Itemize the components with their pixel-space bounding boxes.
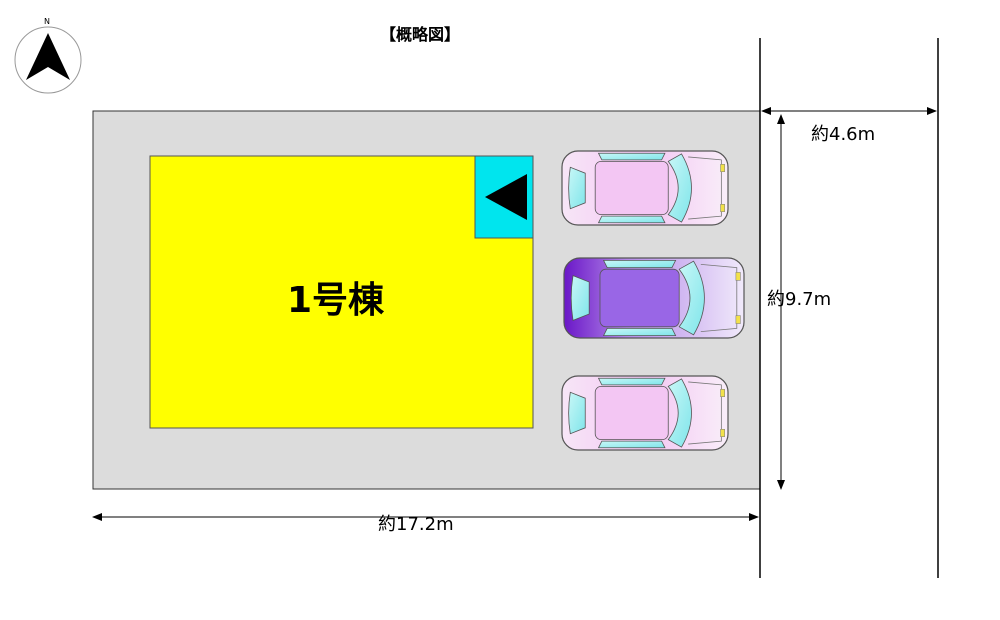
- car-side-window-top: [597, 152, 666, 161]
- car-hood: [700, 264, 738, 332]
- car-side-window-bottom: [597, 440, 666, 449]
- car-side-window-top: [602, 260, 677, 268]
- car-side-window-bottom: [602, 328, 677, 336]
- diagram-title: 【概略図】: [380, 25, 460, 44]
- road-width-label: 約4.6m: [811, 124, 875, 145]
- car-bottom: [561, 375, 729, 451]
- car-roof: [599, 268, 680, 328]
- car-headlight-top: [720, 164, 725, 172]
- entrance-triangle-icon: [485, 174, 527, 220]
- car-top: [561, 150, 729, 226]
- car-rear-window: [568, 391, 586, 435]
- parking-cars: [561, 150, 745, 451]
- car-middle: [563, 257, 745, 339]
- car-hood: [688, 381, 722, 445]
- car-roof: [594, 160, 669, 216]
- car-headlight-bottom: [735, 315, 741, 324]
- building-footprint: [149, 155, 534, 429]
- car-roof: [594, 385, 669, 441]
- car-rear-window: [570, 275, 590, 321]
- depth-label: 約9.7m: [767, 289, 831, 310]
- car-rear-window: [568, 166, 586, 210]
- frontage-label: 約17.2m: [378, 514, 454, 535]
- car-headlight-bottom: [720, 429, 725, 437]
- car-side-window-top: [597, 377, 666, 386]
- car-hood: [688, 156, 722, 220]
- compass: N: [14, 17, 82, 94]
- north-arrow-icon: [26, 33, 70, 80]
- compass-north-label: N: [44, 17, 50, 26]
- car-windshield: [667, 153, 692, 223]
- car-windshield: [678, 260, 705, 336]
- car-windshield: [667, 378, 692, 448]
- car-headlight-top: [735, 272, 741, 281]
- car-side-window-bottom: [597, 215, 666, 224]
- building-label: 1号棟: [287, 280, 385, 321]
- car-headlight-bottom: [720, 204, 725, 212]
- car-headlight-top: [720, 389, 725, 397]
- building-1: 1号棟: [149, 155, 534, 429]
